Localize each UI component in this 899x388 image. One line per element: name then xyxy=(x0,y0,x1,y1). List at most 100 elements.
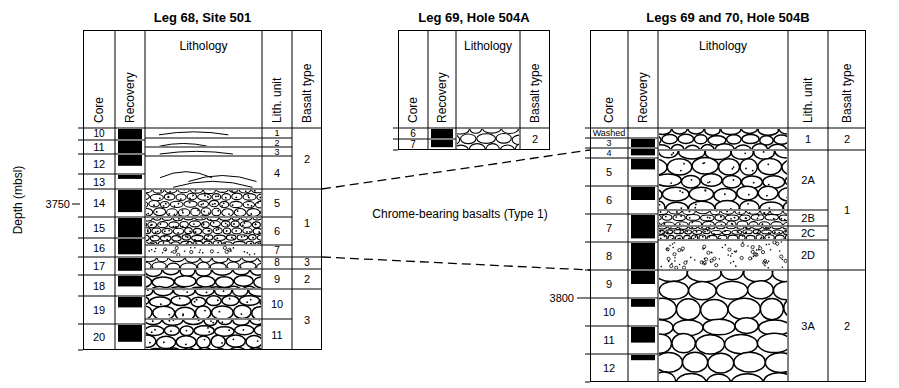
pillow-basalt xyxy=(249,235,257,240)
pillow-basalt xyxy=(784,297,787,318)
chrome-spinel-dot xyxy=(244,251,246,253)
chrome-spinel-dot xyxy=(195,231,197,233)
column-divider xyxy=(658,30,659,382)
vesicle-symbol xyxy=(682,266,685,269)
core-boundary xyxy=(83,154,145,155)
chrome-spinel-dot xyxy=(146,214,147,216)
basalt-type-number: 2 xyxy=(844,321,850,332)
pillow-basalt xyxy=(166,348,182,349)
core-number: 14 xyxy=(93,198,105,209)
pillow-basalt xyxy=(659,222,660,225)
recovery-bar xyxy=(431,140,453,147)
chrome-spinel-dot xyxy=(704,258,706,260)
pillow-basalt xyxy=(753,230,760,234)
chrome-spinel-dot xyxy=(258,320,260,321)
chrome-spinel-dot xyxy=(766,195,768,197)
chrome-spinel-dot xyxy=(663,223,665,225)
chrome-spinel-dot xyxy=(257,340,259,342)
core-boundary xyxy=(590,242,658,243)
pillow-basalt xyxy=(178,190,190,193)
pillow-basalt xyxy=(745,227,751,229)
chrome-spinel-dot xyxy=(702,236,704,238)
pillow-basalt xyxy=(206,296,221,306)
column-header: Recovery xyxy=(436,72,448,123)
basalt-type-number: 2 xyxy=(304,274,310,285)
pillow-basalt xyxy=(659,159,667,175)
lithology-pattern xyxy=(159,143,207,146)
chrome-spinel-dot xyxy=(212,322,214,324)
chrome-spinel-dot xyxy=(171,251,173,253)
chrome-spinel-dot xyxy=(672,152,674,154)
chrome-spinel-dot xyxy=(173,214,175,216)
pillow-basalt xyxy=(715,144,734,149)
core-number: 8 xyxy=(606,251,612,262)
basalt-boundary xyxy=(292,289,322,290)
pillow-basalt xyxy=(146,222,147,228)
core-number: 6 xyxy=(606,195,612,206)
pillow-basalt xyxy=(175,216,185,217)
basalt-type-number: 1 xyxy=(304,218,310,229)
chrome-spinel-dot xyxy=(725,244,727,246)
chrome-spinel-dot xyxy=(704,189,706,191)
flow-contact xyxy=(159,143,207,146)
unit-contact xyxy=(145,138,262,139)
pillow-basalt xyxy=(252,307,261,318)
pillow-basalt xyxy=(255,202,261,208)
pillow-basalt xyxy=(232,218,240,220)
pillow-basalt xyxy=(163,270,180,275)
lith-unit-number: 10 xyxy=(271,299,283,310)
chrome-spinel-dot xyxy=(778,232,780,234)
chrome-spinel-dot xyxy=(679,230,681,232)
pillow-basalt xyxy=(233,320,250,325)
chrome-spinel-dot xyxy=(680,227,682,228)
pillow-basalt xyxy=(758,186,778,200)
chrome-spinel-dot xyxy=(261,328,262,330)
recovery-bar xyxy=(431,129,453,138)
pillow-basalt xyxy=(198,201,209,207)
pillow-basalt xyxy=(753,227,762,229)
chrome-spinel-dot xyxy=(147,290,149,291)
chrome-spinel-dot xyxy=(227,224,229,226)
column-divider xyxy=(292,30,293,350)
pillow-basalt xyxy=(687,271,721,282)
basalt-type-number: 2 xyxy=(532,134,538,145)
depth-tick-label: 3800 xyxy=(550,293,574,304)
chrome-spinel-dot xyxy=(164,230,166,232)
pillow-basalt xyxy=(157,336,176,348)
chrome-spinel-dot xyxy=(745,231,747,233)
chrome-spinel-dot xyxy=(720,215,722,217)
pillow-basalt xyxy=(673,320,703,336)
pillow-basalt xyxy=(194,326,214,336)
header-rule xyxy=(590,128,866,129)
pillow-basalt xyxy=(771,222,783,225)
core-number: 10 xyxy=(603,307,615,318)
pillow-basalt xyxy=(187,193,196,200)
chrome-spinel-dot xyxy=(768,243,770,245)
core-boundary xyxy=(83,217,145,218)
chrome-spinel-dot xyxy=(212,203,214,205)
chrome-spinel-dot xyxy=(150,224,152,226)
pillow-basalt xyxy=(247,209,260,216)
chrome-spinel-dot xyxy=(752,170,754,172)
pillow-basalt xyxy=(783,200,787,209)
chrome-spinel-dot xyxy=(709,181,711,183)
chrome-spinel-dot xyxy=(169,191,171,193)
pillow-basalt xyxy=(723,231,731,235)
chrome-spinel-dot xyxy=(711,252,713,254)
chrome-spinel-dot xyxy=(215,196,217,198)
chrome-spinel-dot xyxy=(156,211,158,213)
column-header: Lithology xyxy=(179,40,227,52)
unit-boundary xyxy=(788,150,828,151)
vesicle-symbol xyxy=(666,248,669,251)
pillow-basalt xyxy=(218,320,232,325)
chrome-spinel-dot xyxy=(151,224,153,226)
pillow-basalt xyxy=(212,194,221,201)
column-divider xyxy=(628,30,629,382)
pillow-basalt xyxy=(731,151,753,159)
pillow-basalt xyxy=(154,290,173,296)
pillow-basalt xyxy=(701,145,714,149)
recovery-bar xyxy=(118,276,142,286)
chrome-spinel-dot xyxy=(738,212,740,214)
vesicle-symbol xyxy=(761,251,764,254)
